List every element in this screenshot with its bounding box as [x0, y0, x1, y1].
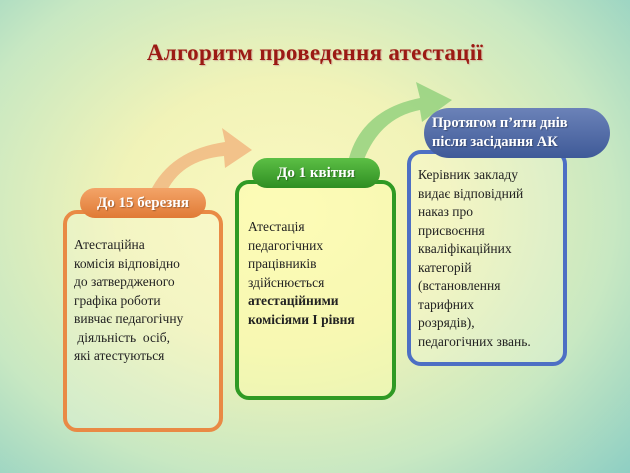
text-line: здійснюється	[248, 274, 325, 290]
step-2-label: До 1 квітня	[252, 158, 380, 188]
text-line: Керівник закладу	[418, 167, 518, 182]
step-1-text: Атестаційна комісія відповідно до затвер…	[74, 236, 183, 366]
orange-arrow-icon	[150, 128, 252, 195]
text-line: комісія відповідно	[74, 255, 180, 271]
text-line: тарифних	[418, 296, 474, 312]
step-1-label: До 15 березня	[80, 188, 206, 218]
text-line: кваліфікаційних	[418, 241, 512, 256]
step-3-label: Протягом п’яти днів після засідання АК	[424, 108, 610, 158]
text-line: графіка роботи	[74, 292, 161, 308]
step-3-text: Керівник закладу видає відповідний наказ…	[418, 166, 531, 351]
text-line: працівників	[248, 256, 317, 271]
text-line: діяльність осіб,	[74, 329, 170, 345]
text-line: (встановлення	[418, 278, 501, 293]
text-line: наказ про	[418, 204, 473, 219]
step-1-box	[63, 210, 223, 432]
text-line-bold: атестаційними	[248, 293, 339, 308]
step-2-box	[235, 180, 396, 400]
text-line-bold: комісіями І рівня	[248, 311, 355, 327]
text-line: педагогічних звань.	[418, 333, 531, 349]
text-line: видає відповідний	[418, 185, 524, 201]
text-line: категорій	[418, 259, 472, 275]
text-line: до затвердженого	[74, 274, 175, 289]
text-line: вивчає педагогічну	[74, 311, 184, 326]
text-line: педагогічних	[248, 237, 324, 253]
slide-title: Алгоритм проведення атестації	[146, 40, 484, 65]
text-line: Атестаційна	[74, 237, 145, 252]
text-line: розрядів),	[418, 315, 475, 330]
text-line: Атестація	[248, 219, 305, 234]
step-2-text: Атестація педагогічних працівників здійс…	[248, 218, 355, 329]
text-line: які атестуються	[74, 348, 165, 363]
green-arrow-icon	[348, 82, 452, 165]
text-line: присвоєння	[418, 222, 485, 238]
